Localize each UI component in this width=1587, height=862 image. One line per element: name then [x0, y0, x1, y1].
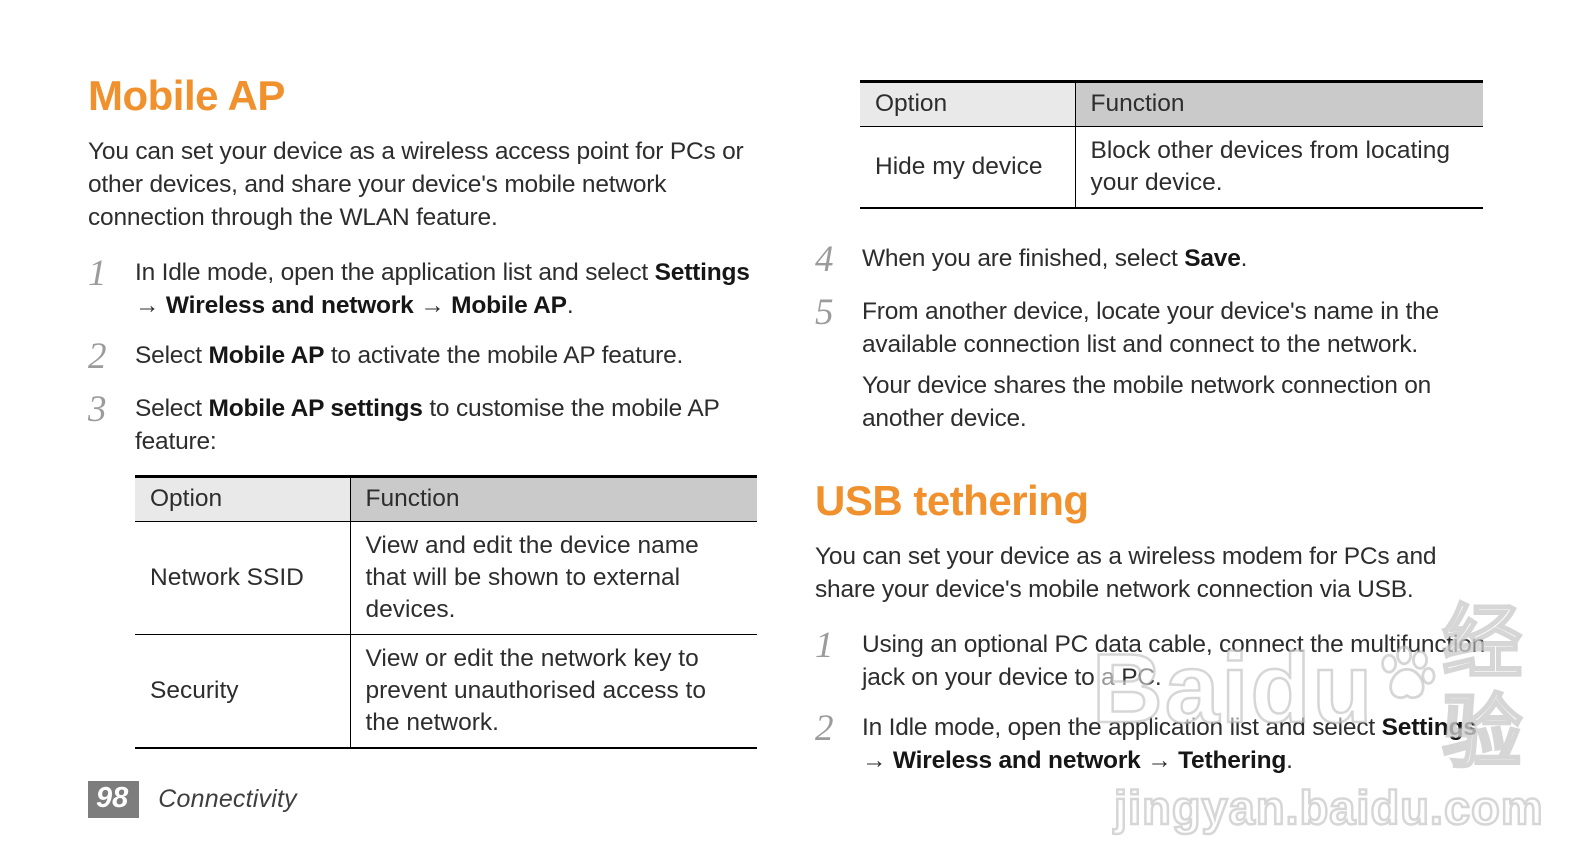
step-number: 4 [815, 239, 834, 280]
arrow-glyph: → [1140, 747, 1179, 774]
function-cell: View or edit the network key to prevent … [349, 634, 757, 748]
step-number: 1 [88, 253, 107, 294]
step-text-main: From another device, locate your device'… [862, 298, 1439, 358]
step-text: When you are finished, select Save. [862, 242, 1490, 278]
column-header-option: Option [860, 81, 1075, 127]
step-text: Using an optional PC data cable, connect… [862, 628, 1490, 694]
step-text: From another device, locate your device'… [862, 295, 1490, 435]
table-row: Hide my device Block other devices from … [860, 126, 1483, 208]
arrow-glyph: → [862, 747, 893, 774]
table-row: Security View or edit the network key to… [135, 634, 757, 748]
step-text-segment: . [1240, 245, 1248, 272]
section-title-usb-tethering: USB tethering [815, 477, 1089, 524]
step-text-segment: When you are finished, select [862, 245, 1185, 272]
left-column: Mobile AP You can set your device as a w… [88, 72, 763, 749]
option-cell: Security [150, 677, 239, 704]
step-2: 2 In Idle mode, open the application lis… [815, 708, 1490, 777]
step-text-segment: . [1286, 747, 1293, 774]
hide-device-table: Option Function Hide my device Block oth… [860, 80, 1483, 209]
right-column: Option Function Hide my device Block oth… [815, 80, 1490, 794]
step-text-segment: In Idle mode, open the application list … [862, 714, 1382, 741]
step-text-segment: In Idle mode, open the application list … [135, 259, 655, 286]
option-cell: Network SSID [135, 521, 350, 635]
step-text-extra: Your device shares the mobile network co… [862, 372, 1432, 432]
function-cell: Block other devices from locating your d… [1074, 126, 1483, 208]
step-text: In Idle mode, open the application list … [135, 256, 763, 322]
option-cell: Hide my device [875, 153, 1043, 180]
step-text-segment: to activate the mobile AP feature. [324, 342, 684, 369]
step-text-segment: Using an optional PC data cable, connect… [862, 631, 1486, 691]
mobile-ap-steps: 1 In Idle mode, open the application lis… [88, 253, 763, 458]
step-number: 1 [815, 625, 834, 666]
column-header-function: Function [1074, 81, 1483, 127]
step-text: In Idle mode, open the application list … [862, 711, 1490, 777]
step-number: 5 [815, 292, 834, 333]
table-row: Network SSID View and edit the device na… [135, 521, 757, 635]
function-cell: View and edit the device name that will … [349, 521, 757, 635]
step-text-segment-bold: Wireless and network [165, 292, 414, 319]
page-number-badge: 98 [88, 781, 140, 818]
usb-tethering-intro: You can set your device as a wireless mo… [815, 543, 1437, 603]
step-1: 1 Using an optional PC data cable, conne… [815, 625, 1490, 694]
step-3: 3 Select Mobile AP settings to customise… [88, 389, 763, 458]
step-text-segment-bold: Mobile AP [451, 292, 567, 319]
section-title-mobile-ap: Mobile AP [88, 72, 285, 119]
page-footer: 98 Connectivity [88, 781, 297, 818]
step-text: Select Mobile AP settings to customise t… [135, 392, 763, 458]
mobile-ap-settings-table: Option Function Network SSID View and ed… [135, 475, 757, 749]
step-text-segment-bold: Save [1184, 245, 1241, 272]
mobile-ap-right-steps: 4 When you are finished, select Save. 5 … [815, 239, 1490, 435]
column-header-option: Option [135, 476, 350, 522]
step-text-segment-bold: Wireless and network [892, 747, 1141, 774]
usb-tethering-steps: 1 Using an optional PC data cable, conne… [815, 625, 1490, 777]
table-header-row: Option Function [860, 81, 1483, 127]
mobile-ap-intro: You can set your device as a wireless ac… [88, 138, 744, 231]
step-text: Select Mobile AP to activate the mobile … [135, 339, 763, 375]
step-number: 3 [88, 389, 107, 430]
step-4: 4 When you are finished, select Save. [815, 239, 1490, 280]
step-2: 2 Select Mobile AP to activate the mobil… [88, 336, 763, 377]
step-text-segment-bold: Tethering [1178, 747, 1287, 774]
table-header-row: Option Function [135, 476, 757, 522]
step-number: 2 [88, 336, 107, 377]
arrow-glyph: → [135, 292, 166, 319]
step-text-segment-bold: Mobile AP settings [208, 395, 423, 422]
step-1: 1 In Idle mode, open the application lis… [88, 253, 763, 322]
step-text-segment: Select [135, 395, 209, 422]
step-text-segment-bold: Settings [1381, 714, 1477, 741]
step-text-segment: Select [135, 342, 209, 369]
arrow-glyph: → [413, 292, 452, 319]
step-5: 5 From another device, locate your devic… [815, 292, 1490, 435]
footer-section-label: Connectivity [158, 785, 297, 813]
column-header-function: Function [349, 476, 757, 522]
step-text-segment-bold: Settings [654, 259, 750, 286]
step-text-segment: to customise the mobile AP feature: [135, 395, 720, 455]
step-number: 2 [815, 708, 834, 749]
step-text-segment-bold: Mobile AP [208, 342, 325, 369]
step-text-segment: . [566, 292, 574, 319]
